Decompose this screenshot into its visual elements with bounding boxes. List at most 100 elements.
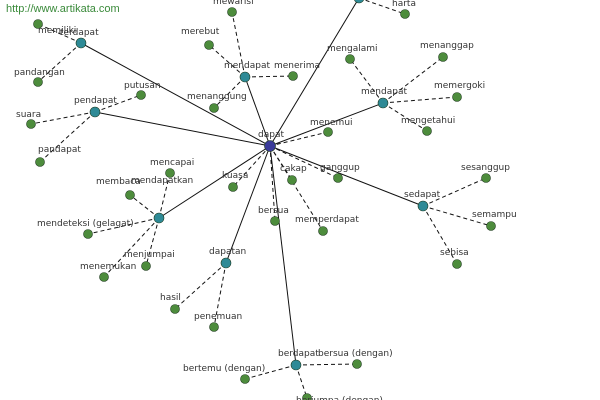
label-memperdapat: memperdapat	[295, 215, 359, 225]
label-pandangan: pandangan	[14, 68, 65, 78]
node-mendapat-left	[239, 71, 251, 83]
node-sebisa	[452, 259, 462, 269]
edge-berdapat-bertemu-dengan	[244, 364, 297, 380]
edge-pendapat-putusan	[94, 94, 142, 113]
label-penemuan: penemuan	[194, 312, 242, 322]
node-mendeteksi-gelagat	[83, 229, 93, 239]
node-bertemu-dengan	[240, 374, 250, 384]
label-membaca: membaca	[96, 177, 141, 187]
node-terdapat-top	[75, 37, 87, 49]
node-dapatan	[220, 257, 232, 269]
label-memiliki: memiliki	[38, 26, 76, 36]
node-mendapat-right	[377, 97, 389, 109]
label-menemui: menemui	[310, 118, 353, 128]
label-mengetahui: mengetahui	[401, 116, 455, 126]
watermark-url: http://www.artikata.com	[0, 0, 126, 18]
edge-mendapat-right-mengalami	[349, 58, 384, 104]
edge-mendapatkan-mencapai	[158, 172, 171, 219]
label-merebut: merebut	[181, 27, 220, 37]
edge-dapat-terdapat-top	[80, 42, 271, 147]
label-mendeteksi-gelagat: mendeteksi (gelagat)	[37, 219, 134, 229]
edge-dapat-bersua	[269, 145, 276, 222]
edge-dapat-berdapat	[269, 145, 297, 366]
label-menanggap: menanggap	[420, 41, 474, 51]
edge-dapat-mendapatkan	[158, 145, 271, 219]
edge-dapatan-penemuan	[213, 262, 227, 328]
label-harta: harta	[392, 0, 416, 9]
edge-mendapatkan-menjumpai	[145, 217, 160, 267]
label-mencapai: mencapai	[150, 158, 194, 168]
nodes-layer	[26, 0, 496, 400]
edge-mendapat-left-menerima	[244, 75, 294, 78]
label-dapat-center: dapat	[258, 130, 284, 140]
node-pandapat	[35, 157, 45, 167]
edge-terdapat-top-pandangan	[37, 42, 82, 83]
edge-pendapat-suara	[30, 111, 96, 125]
node-berjumpa-dengan	[302, 393, 312, 400]
node-menemukan	[99, 272, 109, 282]
node-sesanggup	[481, 173, 491, 183]
label-mendapat-left: mendapat	[224, 61, 270, 71]
edge-pendapat-pandapat	[39, 111, 96, 163]
label-berjumpa-dengan: berjumpa (dengan)	[296, 396, 383, 400]
node-mengalami	[345, 54, 355, 64]
edge-dapat-top-right	[269, 0, 359, 147]
edge-dapat-mendapat-right	[269, 102, 384, 147]
label-mendapatkan: mendapatkan	[131, 176, 193, 186]
edge-berdapat-bersua-dengan	[295, 363, 358, 366]
label-sesanggup: sesanggup	[461, 163, 510, 173]
label-menerima: menerima	[274, 61, 320, 71]
node-kuasa	[228, 182, 238, 192]
node-menanggung	[209, 103, 219, 113]
label-mengalami: mengalami	[327, 44, 378, 54]
node-merebut	[204, 40, 214, 50]
edge-terdapat-top-memiliki	[37, 23, 82, 44]
labels-layer: memilikipandanganterdapatputusansuarapan…	[14, 0, 517, 400]
label-sebisa: sebisa	[440, 248, 469, 258]
node-bersua-dengan	[352, 359, 362, 369]
label-suara: suara	[16, 110, 41, 120]
label-sedapat: sedapat	[404, 190, 441, 200]
edge-sedapat-sesanggup	[422, 177, 487, 207]
label-hasil: hasil	[160, 293, 181, 303]
label-putusan: putusan	[124, 81, 161, 91]
node-mendapatkan	[153, 212, 165, 224]
edge-dapat-sedapat	[269, 145, 424, 207]
label-menjumpai: menjumpai	[124, 250, 175, 260]
label-mewarisi: mewarisi	[213, 0, 254, 7]
edge-dapat-dapatan	[225, 145, 271, 264]
label-berdapat: berdapat	[278, 349, 319, 359]
label-memergoki: memergoki	[434, 81, 485, 91]
node-harta	[400, 9, 410, 19]
node-bersua	[270, 216, 280, 226]
edge-dapatan-hasil	[174, 262, 227, 310]
node-semampu	[486, 221, 496, 231]
label-cakap: cakap	[280, 164, 307, 174]
edge-berdapat-berjumpa-dengan	[295, 364, 308, 399]
edge-sedapat-sebisa	[422, 205, 458, 265]
node-memperdapat	[318, 226, 328, 236]
edge-dapat-pendapat	[94, 111, 271, 147]
node-mencapai	[165, 168, 175, 178]
edge-mendapatkan-mendeteksi-gelagat	[87, 217, 160, 235]
label-bertemu-dengan: bertemu (dengan)	[183, 364, 265, 374]
node-menemui	[323, 127, 333, 137]
label-kuasa: kuasa	[222, 171, 248, 181]
label-bersua-dengan: bersua (dengan)	[318, 349, 393, 359]
label-mendapat-right: mendapat	[361, 87, 407, 97]
node-cakap	[287, 175, 297, 185]
node-memergoki	[452, 92, 462, 102]
node-top-right	[354, 0, 364, 4]
node-ganggup	[333, 173, 343, 183]
label-ganggup: ganggup	[320, 163, 360, 173]
label-pendapat: pendapat	[74, 96, 117, 106]
edge-mendapat-left-merebut	[208, 44, 246, 78]
edge-mendapatkan-membaca	[129, 194, 160, 219]
node-menjumpai	[141, 261, 151, 271]
edge-mendapat-left-menanggung	[213, 76, 246, 109]
node-penemuan	[209, 322, 219, 332]
label-menanggung: menanggung	[187, 92, 247, 102]
node-dapat-center	[264, 140, 276, 152]
label-terdapat-top: terdapat	[60, 28, 99, 38]
